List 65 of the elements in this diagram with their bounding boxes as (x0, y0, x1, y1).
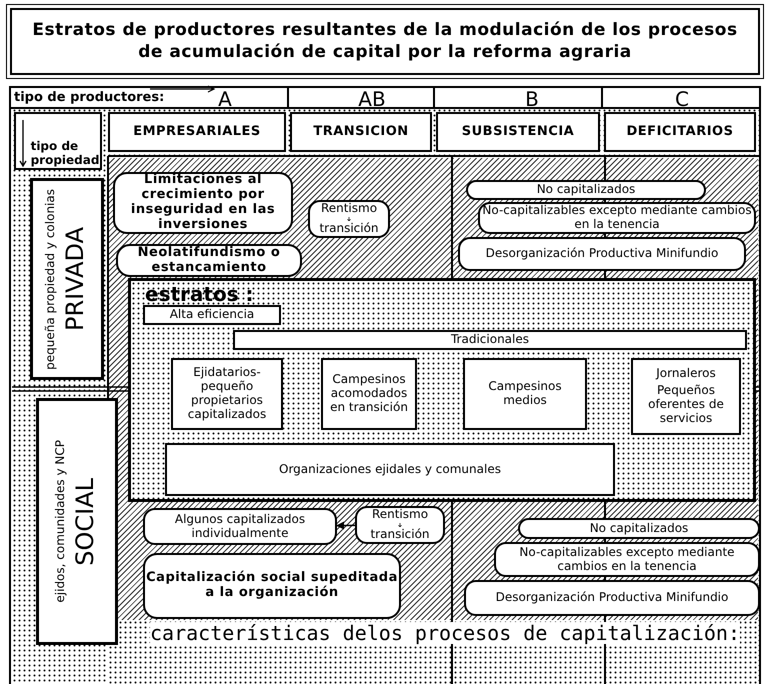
box-text: SUBSISTENCIA (462, 124, 574, 140)
box-text: Limitaciones al crecimiento por inseguridad en las inversiones (130, 173, 276, 233)
band-title: SOCIAL (72, 478, 100, 566)
box-text: TRANSICION (313, 124, 409, 140)
stratum-box (143, 305, 281, 325)
arrow (336, 522, 355, 530)
rounded-box (113, 172, 293, 234)
box-text: Neolatifundismo o estancamiento (136, 246, 282, 276)
box-text: Tradicionales (450, 333, 529, 347)
box-text: Desorganización Productiva Minifundio (486, 247, 718, 261)
box-text: Pequeños oferentes de servicios (647, 384, 725, 426)
row-header (14, 112, 102, 170)
box-text: transición (370, 528, 430, 542)
stratum-box (171, 358, 283, 430)
box-text: DEFICITARIOS (626, 124, 734, 140)
rounded-box (458, 237, 746, 271)
box-text: tipo de propiedad (30, 140, 100, 168)
box-text: No-capitalizables excepto mediante cambios en la tenencia (518, 546, 736, 574)
box-text: Algunos capitalizados individualmente (174, 512, 306, 540)
header-label: tipo de productores: (14, 91, 166, 106)
box-text: No capitalizados (536, 183, 636, 197)
box-text: Campesinos medios (487, 380, 563, 408)
column-letter: B (524, 88, 540, 110)
panel-heading: estratos : (145, 283, 254, 306)
rounded-box (143, 553, 401, 619)
stratum-box (165, 443, 615, 496)
rounded-box (308, 200, 390, 238)
column-header (290, 112, 432, 152)
box-text: Jornaleros (656, 367, 716, 382)
band-subtitle: ejidos, comunidades y NCP (54, 440, 68, 603)
box-text: Capitalización social supeditada a la organización (145, 571, 399, 601)
strata-panel (128, 278, 756, 502)
rounded-box (116, 244, 302, 277)
rounded-box (143, 508, 337, 545)
column-letter: C (674, 88, 690, 110)
box-text: Rentismo (320, 202, 378, 216)
column-header (604, 112, 756, 152)
box-text: Organizaciones ejidales y comunales (279, 462, 501, 476)
property-band (36, 398, 118, 645)
rounded-box (518, 518, 760, 539)
column-letter: AB (357, 88, 387, 110)
box-text: transición (319, 222, 379, 236)
stratum-box (321, 358, 417, 430)
box-text: Ejidatarios- pequeño propietarios capitalizados (186, 366, 268, 422)
stratum-box (233, 330, 747, 350)
box-text: Campesinos acomodados en transición (329, 373, 409, 415)
property-band (30, 178, 104, 380)
box-text: No-capitalizables excepto mediante cambios en la tenencia (481, 204, 753, 232)
band-title: PRIVADA (62, 226, 90, 331)
column-letter: A (217, 88, 233, 110)
column-header (108, 112, 286, 152)
rounded-box (464, 580, 760, 616)
section-heading: características delos procesos de capitalización: (150, 622, 740, 644)
rounded-box (466, 180, 706, 200)
box-text: EMPRESARIALES (133, 124, 261, 140)
stratum-box (631, 358, 741, 435)
box-text: Rentismo (372, 508, 428, 522)
box-text: Desorganización Productiva Minifundio (496, 591, 728, 605)
band-subtitle: pequeña propiedad y colonias (44, 188, 58, 370)
rounded-box (494, 542, 760, 577)
column-header (436, 112, 600, 152)
stratum-box (463, 358, 587, 430)
rounded-box (355, 506, 445, 544)
box-text: Alta eficiencia (170, 308, 254, 322)
box-text: No capitalizados (590, 522, 688, 536)
